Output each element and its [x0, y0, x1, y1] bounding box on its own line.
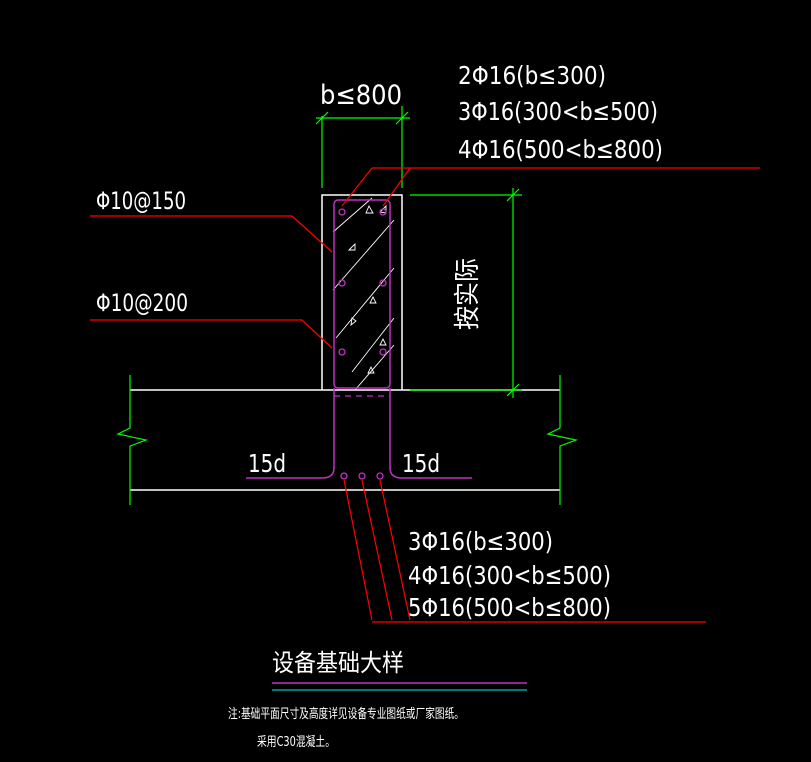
- bottom-bar-label-3: 5Φ16(500<b≤800): [408, 593, 611, 622]
- pedestal-outline: [321, 194, 403, 390]
- drawing-title: 设备基础大样: [272, 649, 404, 677]
- leader-bottom-bars: [343, 479, 706, 623]
- anchor-length-right: 15d: [402, 449, 440, 478]
- anchor-length-left: 15d: [248, 449, 286, 478]
- bottom-bar-label-2: 4Φ16(300<b≤500): [408, 561, 611, 590]
- height-label: 按实际: [453, 258, 483, 330]
- dimension-height: [410, 188, 522, 398]
- dimension-width: [315, 106, 410, 188]
- leader-top-bars: [341, 167, 760, 207]
- top-bar-label-2: 3Φ16(300<b≤500): [458, 97, 658, 126]
- leader-stirrup-150: [90, 215, 333, 253]
- break-line-left: [116, 375, 149, 505]
- rebar-dowel-bars: [246, 388, 472, 479]
- note-line-2: 采用C30混凝土。: [257, 734, 335, 750]
- stirrup-label-200: Φ10@200: [96, 289, 188, 317]
- top-bar-label-3: 4Φ16(500<b≤800): [458, 135, 663, 164]
- top-bar-label-1: 2Φ16(b≤300): [458, 61, 606, 90]
- break-line-right: [546, 375, 579, 505]
- rebar-stirrup: [333, 199, 391, 389]
- bottom-bar-label-1: 3Φ16(b≤300): [408, 527, 553, 556]
- dimension-width-label: b≤800: [320, 80, 402, 111]
- base-slab: [130, 389, 560, 491]
- stirrup-label-150: Φ10@150: [96, 187, 186, 215]
- concrete-hatch: [332, 197, 395, 391]
- rebar-dots: [338, 208, 387, 480]
- concrete-aggregate-marks: [347, 204, 387, 374]
- leader-stirrup-200: [90, 319, 333, 349]
- note-line-1: 注:基础平面尺寸及高度详见设备专业图纸或厂家图纸。: [228, 706, 464, 722]
